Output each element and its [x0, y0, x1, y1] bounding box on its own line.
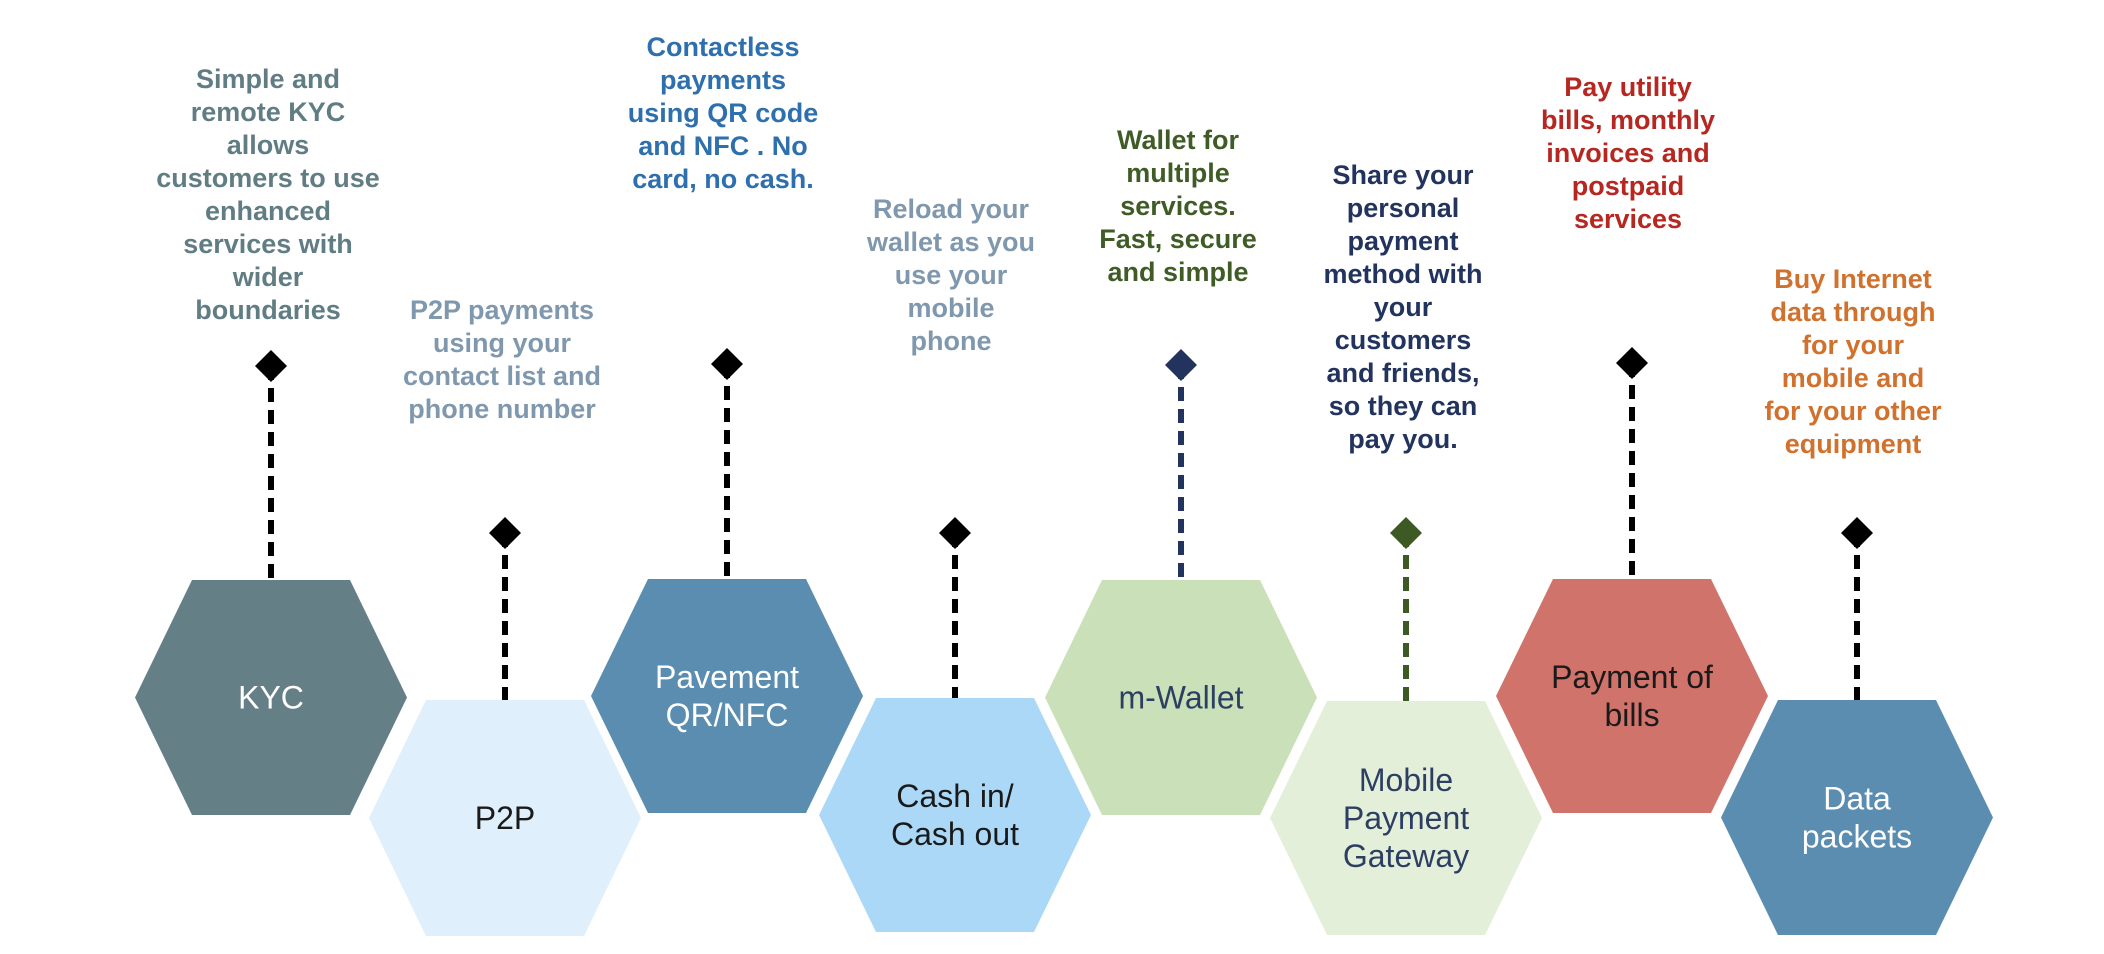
description-line: invoices and: [1546, 138, 1710, 168]
description-line: and simple: [1107, 257, 1248, 287]
hexagon-label: m-Wallet: [1118, 680, 1243, 716]
hexagon-label: Data: [1823, 781, 1891, 817]
hexagon: [1721, 700, 1993, 935]
description-line: Pay utility: [1564, 72, 1692, 102]
hexagon-label: bills: [1604, 697, 1659, 733]
service-mwallet: m-Wallet Wallet formultipleservices.Fast,…: [1045, 125, 1317, 815]
description-line: Buy Internet: [1774, 264, 1932, 294]
hexagon-label: QR/NFC: [666, 697, 789, 733]
connector-diamond: [1165, 349, 1197, 381]
description-line: and NFC . No: [638, 131, 808, 161]
hexagon: [819, 698, 1091, 932]
description-line: Fast, secure: [1099, 224, 1257, 254]
description-line: services: [1574, 204, 1682, 234]
connector-diamond: [255, 350, 287, 382]
hexagon: [591, 579, 863, 813]
connector-diamond: [1841, 517, 1873, 549]
connector-diamond: [939, 517, 971, 549]
connector-diamond: [711, 348, 743, 380]
description-line: postpaid: [1572, 171, 1685, 201]
hexagon-label: P2P: [475, 800, 535, 836]
description-line: using QR code: [628, 98, 819, 128]
description-line: for your: [1802, 330, 1904, 360]
hexagon-label: Payment of: [1551, 659, 1713, 695]
description-line: P2P payments: [410, 295, 594, 325]
description-line: services.: [1120, 191, 1236, 221]
hexagon-label: Cash in/: [896, 778, 1014, 814]
hexagon: [1045, 580, 1317, 815]
description-line: allows: [227, 130, 310, 160]
hexagon-label: Payment: [1343, 800, 1469, 836]
hexagon-label: Mobile: [1359, 762, 1453, 798]
description-line: remote KYC: [191, 97, 346, 127]
description-line: customers: [1335, 325, 1472, 355]
connector-diamond: [1390, 517, 1422, 549]
hexagon: [135, 580, 407, 815]
description-line: wider: [232, 262, 304, 292]
description-line: services with: [183, 229, 353, 259]
description-line: so they can: [1329, 391, 1478, 421]
description-line: Wallet for: [1117, 125, 1239, 155]
description-line: use your: [895, 260, 1008, 290]
hexagon-label: Gateway: [1343, 838, 1469, 874]
description-line: using your: [433, 328, 571, 358]
description-line: multiple: [1126, 158, 1230, 188]
description-line: and friends,: [1326, 358, 1479, 388]
description-line: equipment: [1785, 429, 1922, 459]
description-line: payment: [1347, 226, 1458, 256]
description-line: mobile and: [1782, 363, 1925, 393]
description-line: card, no cash.: [632, 164, 814, 194]
description-line: Contactless: [646, 32, 799, 62]
description-line: your: [1374, 292, 1433, 322]
hexagon-label: KYC: [238, 680, 304, 716]
description-line: wallet as you: [866, 227, 1035, 257]
hexagon-label: Cash out: [891, 816, 1019, 852]
description-line: for your other: [1764, 396, 1941, 426]
description-line: pay you.: [1348, 424, 1458, 454]
connector-diamond: [1616, 347, 1648, 379]
description-line: Simple and: [196, 64, 340, 94]
hexagon-label: packets: [1802, 819, 1912, 855]
description-line: method with: [1324, 259, 1483, 289]
description-line: phone number: [408, 394, 596, 424]
description-line: bills, monthly: [1541, 105, 1715, 135]
description-line: contact list and: [403, 361, 601, 391]
hexagon-label: Pavement: [655, 659, 799, 695]
description-line: Reload your: [873, 194, 1030, 224]
hexagon: [1496, 579, 1768, 813]
description-line: customers to use: [156, 163, 380, 193]
description-line: payments: [660, 65, 786, 95]
description-line: data through: [1771, 297, 1936, 327]
description-line: personal: [1347, 193, 1460, 223]
connector-diamond: [489, 517, 521, 549]
description-line: phone: [911, 326, 992, 356]
description-line: mobile: [907, 293, 994, 323]
hexagon: [1270, 701, 1542, 935]
hexagon: [369, 700, 641, 936]
description-line: Share your: [1332, 160, 1474, 190]
description-line: boundaries: [195, 295, 341, 325]
description-line: enhanced: [205, 196, 331, 226]
